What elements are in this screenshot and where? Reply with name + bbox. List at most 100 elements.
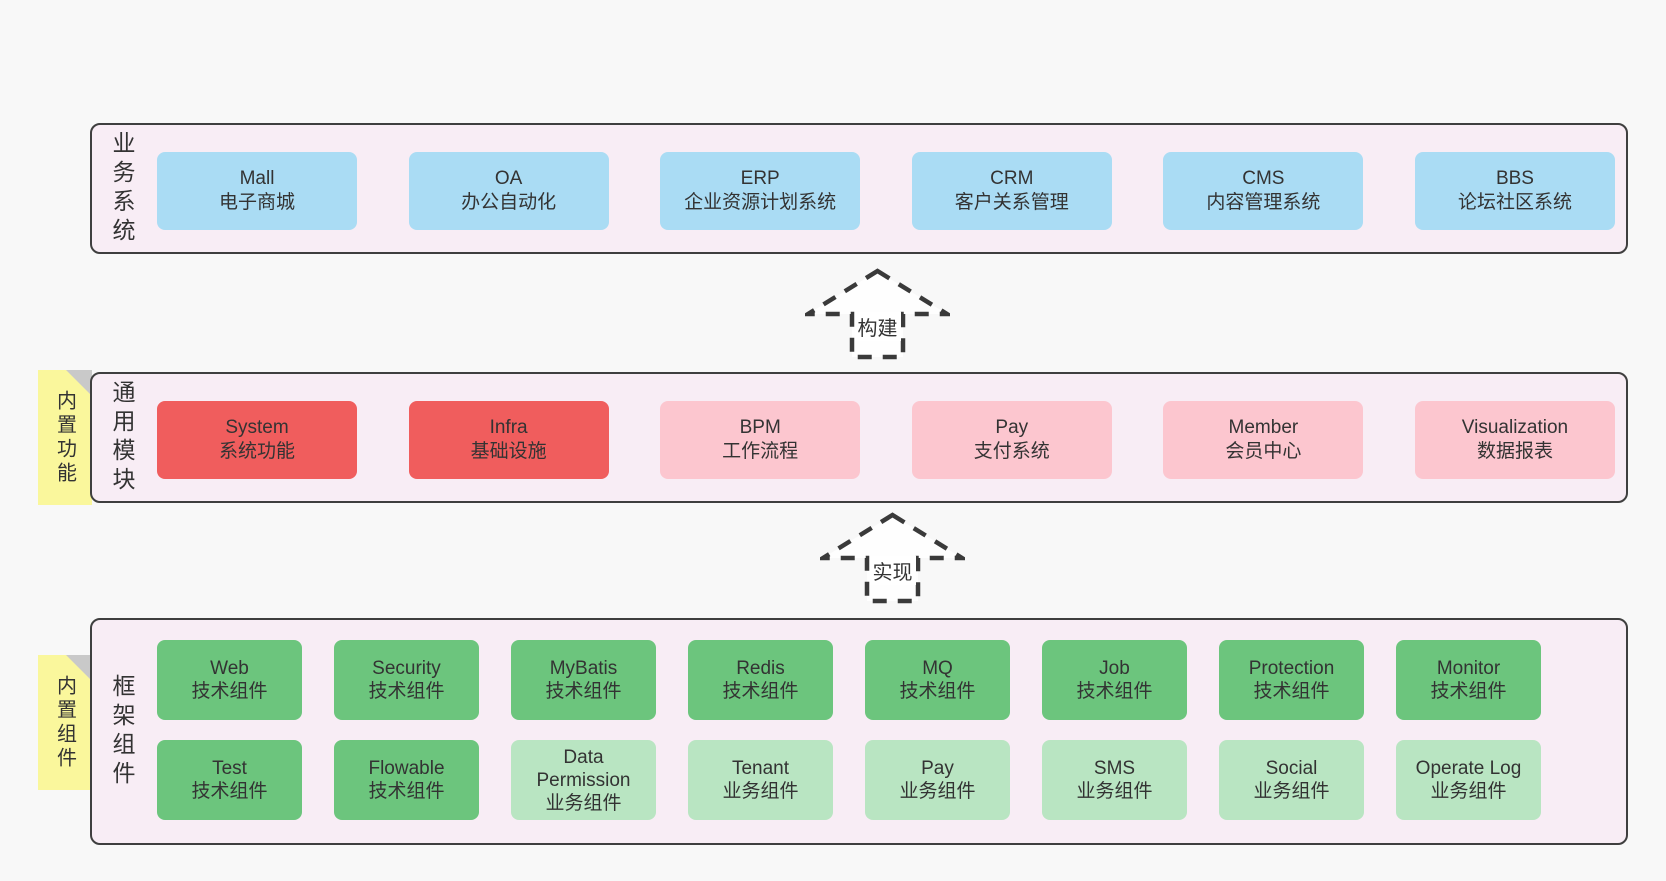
box-bbs: BBS 论坛社区系统 — [1414, 152, 1615, 230]
arrow-build-label: 构建 — [854, 312, 901, 341]
box-subtitle: 技术组件 — [191, 681, 268, 702]
box-title: CMS — [1242, 168, 1285, 189]
box-subtitle: 办公自动化 — [461, 192, 557, 213]
box-system: System 系统功能 — [157, 401, 357, 479]
box-redis: Redis 技术组件 — [688, 640, 833, 720]
box-pay-module: Pay 支付系统 — [911, 401, 1112, 479]
box-subtitle: 技术组件 — [545, 681, 622, 702]
box-title: Security — [372, 658, 441, 679]
box-title: Monitor — [1436, 658, 1501, 679]
box-title: Mall — [239, 168, 275, 189]
box-title: OA — [494, 168, 523, 189]
business-boxes: Mall 电子商城 OA 办公自动化 ERP 企业资源计划系统 CRM 客户关系… — [157, 152, 1615, 230]
box-pay-component: Pay 业务组件 — [865, 740, 1010, 820]
tab-built-in-features-label: 内置功能 — [53, 389, 76, 486]
box-title: Web — [210, 658, 249, 679]
tab-built-in-components: 内置组件 — [38, 655, 92, 790]
box-social: Social 业务组件 — [1219, 740, 1364, 820]
box-web: Web 技术组件 — [157, 640, 302, 720]
box-visualization: Visualization 数据报表 — [1414, 401, 1615, 479]
box-subtitle: 技术组件 — [1253, 681, 1330, 702]
panel-framework-components: 框架组件 Web 技术组件 Security 技术组件 MyBatis 技术组件… — [90, 618, 1628, 845]
box-mall: Mall 电子商城 — [157, 152, 357, 230]
box-title: SMS — [1093, 758, 1136, 779]
panel-common-modules: 通用模块 System 系统功能 Infra 基础设施 BPM 工作流程 Pay… — [90, 372, 1628, 503]
box-title: Pay — [921, 758, 954, 779]
box-cms: CMS 内容管理系统 — [1163, 152, 1364, 230]
panel-modules-label: 通用模块 — [109, 379, 135, 496]
box-title: CRM — [990, 168, 1034, 189]
box-crm: CRM 客户关系管理 — [911, 152, 1112, 230]
box-title: BBS — [1495, 168, 1534, 189]
box-subtitle: 技术组件 — [368, 681, 445, 702]
box-flowable: Flowable 技术组件 — [334, 740, 479, 820]
box-title: Redis — [736, 658, 785, 679]
box-subtitle: 工作流程 — [722, 441, 799, 462]
box-operate-log: Operate Log 业务组件 — [1396, 740, 1541, 820]
box-title: Operate Log — [1415, 758, 1522, 779]
box-member: Member 会员中心 — [1163, 401, 1364, 479]
box-title: Flowable — [368, 758, 445, 779]
box-subtitle: 技术组件 — [368, 781, 445, 802]
box-subtitle: 业务组件 — [1430, 781, 1507, 802]
box-subtitle: 业务组件 — [899, 781, 976, 802]
component-boxes-row1: Web 技术组件 Security 技术组件 MyBatis 技术组件 Redi… — [157, 640, 1541, 720]
box-subtitle: 论坛社区系统 — [1457, 192, 1572, 213]
box-subtitle: 业务组件 — [1253, 781, 1330, 802]
box-subtitle: 技术组件 — [1076, 681, 1153, 702]
box-bpm: BPM 工作流程 — [660, 401, 861, 479]
box-subtitle: 业务组件 — [545, 792, 622, 814]
box-title: System — [225, 417, 289, 438]
box-mq: MQ 技术组件 — [865, 640, 1010, 720]
arrow-implement: 实现 — [815, 512, 970, 604]
box-title: BPM — [739, 417, 781, 438]
box-subtitle: 技术组件 — [722, 681, 799, 702]
box-subtitle: 业务组件 — [1076, 781, 1153, 802]
box-oa: OA 办公自动化 — [408, 152, 609, 230]
box-title: ERP — [740, 168, 780, 189]
box-infra: Infra 基础设施 — [408, 401, 609, 479]
box-title: MyBatis — [549, 658, 618, 679]
box-title: Job — [1099, 658, 1130, 679]
box-title: Pay — [995, 417, 1029, 438]
panel-business-label: 业务系统 — [109, 130, 135, 247]
box-title: MQ — [922, 658, 953, 679]
box-subtitle: 电子商城 — [218, 192, 295, 213]
box-subtitle: 技术组件 — [191, 781, 268, 802]
box-title: Member — [1228, 417, 1299, 438]
box-subtitle: 客户关系管理 — [954, 192, 1069, 213]
arrow-build: 构建 — [800, 268, 955, 360]
box-test: Test 技术组件 — [157, 740, 302, 820]
box-subtitle: 会员中心 — [1225, 441, 1302, 462]
box-tenant: Tenant 业务组件 — [688, 740, 833, 820]
box-title: Test — [212, 758, 247, 779]
box-subtitle: 支付系统 — [973, 441, 1050, 462]
box-title: Social — [1265, 758, 1318, 779]
box-subtitle: 内容管理系统 — [1206, 192, 1321, 213]
tab-built-in-components-label: 内置组件 — [53, 674, 76, 771]
tab-built-in-features: 内置功能 — [38, 370, 92, 505]
module-boxes: System 系统功能 Infra 基础设施 BPM 工作流程 Pay 支付系统… — [157, 401, 1615, 479]
panel-components-label: 框架组件 — [109, 673, 135, 790]
box-subtitle: 数据报表 — [1476, 441, 1553, 462]
box-subtitle: 基础设施 — [470, 441, 547, 462]
panel-business-systems: 业务系统 Mall 电子商城 OA 办公自动化 ERP 企业资源计划系统 CRM… — [90, 123, 1628, 254]
box-title: Tenant — [731, 758, 790, 779]
box-sms: SMS 业务组件 — [1042, 740, 1187, 820]
box-job: Job 技术组件 — [1042, 640, 1187, 720]
box-data-permission: Data Permission 业务组件 — [511, 740, 656, 820]
box-subtitle: 系统功能 — [218, 441, 295, 462]
box-mybatis: MyBatis 技术组件 — [511, 640, 656, 720]
box-title: Visualization — [1461, 417, 1569, 438]
box-title: Data Permission — [536, 746, 631, 791]
box-subtitle: 业务组件 — [722, 781, 799, 802]
box-security: Security 技术组件 — [334, 640, 479, 720]
box-erp: ERP 企业资源计划系统 — [660, 152, 861, 230]
box-protection: Protection 技术组件 — [1219, 640, 1364, 720]
box-subtitle: 技术组件 — [899, 681, 976, 702]
box-subtitle: 技术组件 — [1430, 681, 1507, 702]
box-title: Infra — [489, 417, 528, 438]
component-boxes-row2: Test 技术组件 Flowable 技术组件 Data Permission … — [157, 740, 1541, 820]
box-title: Protection — [1248, 658, 1335, 679]
